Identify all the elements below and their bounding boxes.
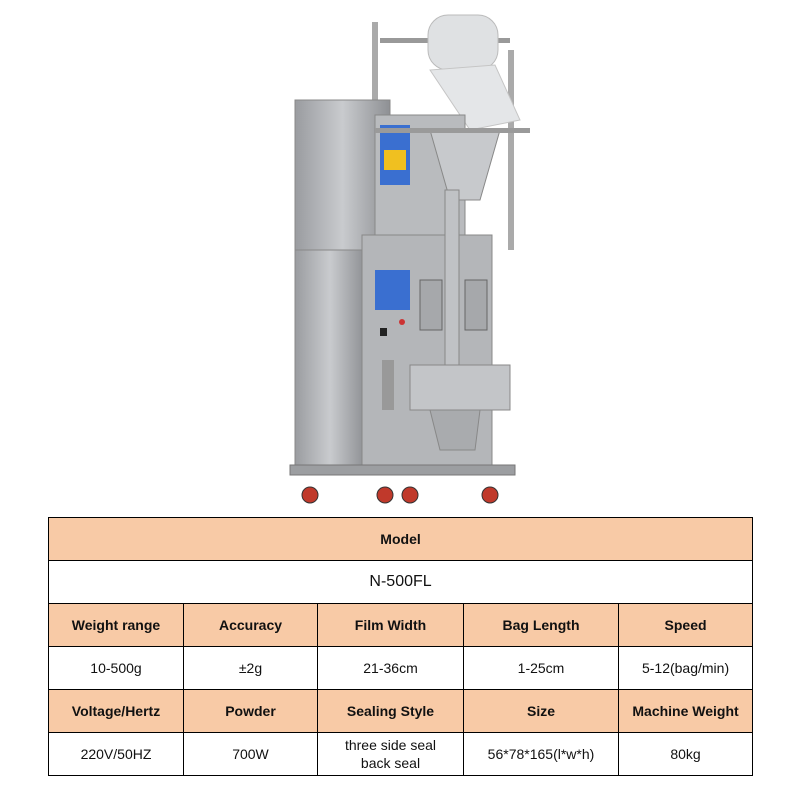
spec-table: Model N-500FL Weight range Accuracy Film…	[47, 517, 754, 776]
header-cell: Bag Length	[463, 603, 619, 647]
table-header-row: Weight range Accuracy Film Width Bag Len…	[48, 603, 754, 647]
header-cell: Powder	[183, 689, 318, 733]
model-header: Model	[47, 517, 754, 561]
value-cell: three side seal back seal	[317, 732, 464, 776]
header-cell: Voltage/Hertz	[48, 689, 184, 733]
model-value-row: N-500FL	[47, 560, 754, 604]
header-cell: Speed	[617, 603, 754, 647]
value-cell: 220V/50HZ	[48, 732, 184, 776]
header-cell: Film Width	[317, 603, 464, 647]
value-cell: ±2g	[183, 646, 318, 690]
value-cell: 5-12(bag/min)	[617, 646, 754, 690]
table-header-row: Voltage/Hertz Powder Sealing Style Size …	[48, 689, 754, 733]
table-row: 220V/50HZ 700W three side seal back seal…	[48, 732, 754, 776]
header-cell: Size	[463, 689, 619, 733]
header-cell: Sealing Style	[317, 689, 464, 733]
value-cell: 21-36cm	[317, 646, 464, 690]
table-row: 10-500g ±2g 21-36cm 1-25cm 5-12(bag/min)	[48, 646, 754, 690]
value-cell: 1-25cm	[463, 646, 619, 690]
header-cell: Weight range	[48, 603, 184, 647]
header-cell: Machine Weight	[617, 689, 754, 733]
value-cell: 10-500g	[48, 646, 184, 690]
value-cell: 700W	[183, 732, 318, 776]
packaging-machine-image	[289, 14, 530, 504]
value-cell: 56*78*165(l*w*h)	[463, 732, 619, 776]
model-header-row: Model	[47, 517, 754, 561]
model-value: N-500FL	[47, 560, 754, 604]
value-cell: 80kg	[617, 732, 754, 776]
header-cell: Accuracy	[183, 603, 318, 647]
